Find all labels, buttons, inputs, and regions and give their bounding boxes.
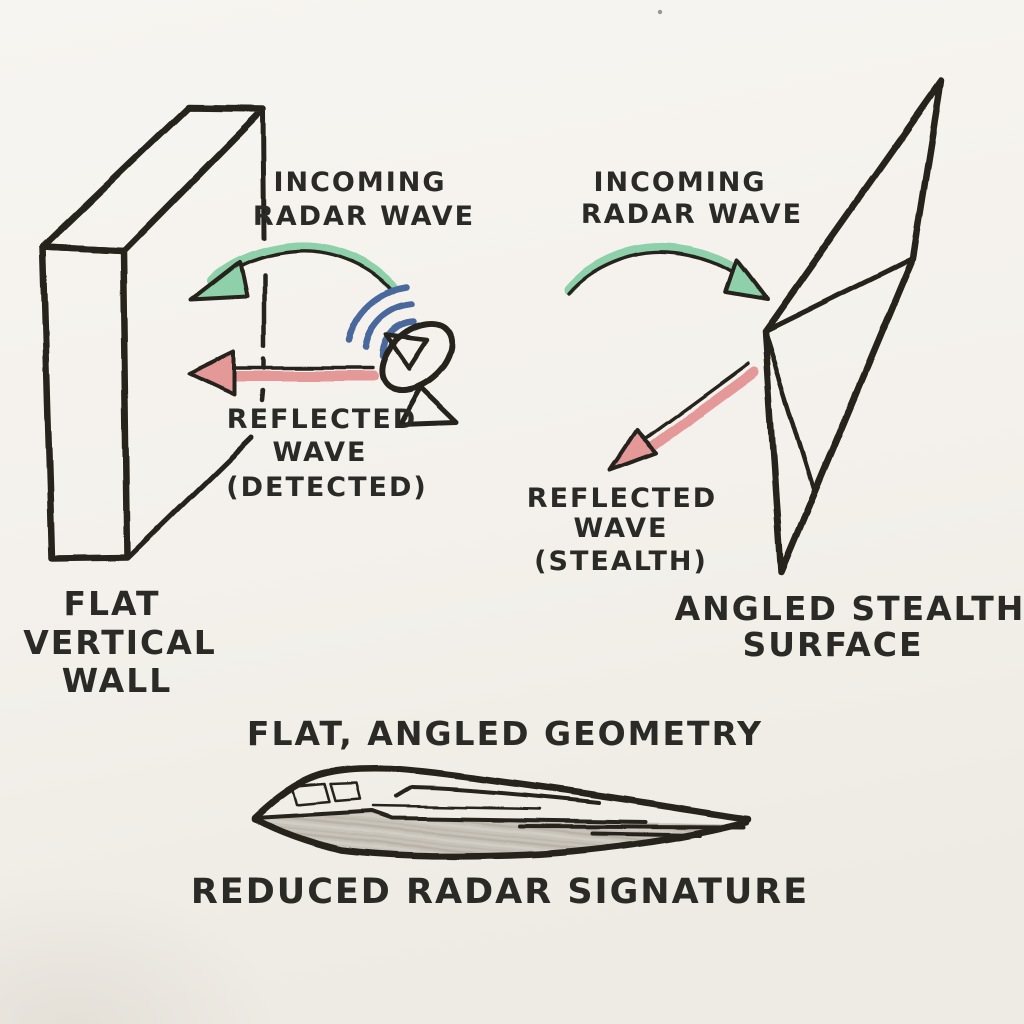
angled-stealth-surface-sketch bbox=[761, 78, 945, 576]
corner-shadow bbox=[0, 880, 280, 1024]
surface-label-line-2: SURFACE bbox=[742, 625, 923, 664]
wall-label-line-3: WALL bbox=[62, 661, 173, 700]
tail-line-1 bbox=[518, 824, 746, 829]
right-reflected-label-line-3: (STEALTH) bbox=[534, 546, 708, 577]
wall-back-edge bbox=[260, 107, 267, 241]
surface-crease-lower bbox=[762, 328, 818, 495]
aircraft-chine-line bbox=[253, 809, 647, 824]
drawing-layer bbox=[39, 78, 945, 860]
tail-line-2 bbox=[590, 831, 702, 837]
incoming-wave-arrow-right bbox=[564, 242, 769, 301]
surface-label-line-1: ANGLED STEALTH bbox=[675, 589, 1024, 628]
paper-speck bbox=[657, 9, 663, 15]
arrowhead bbox=[609, 429, 659, 472]
aircraft-top-outline bbox=[251, 765, 752, 823]
fuselage-thin-line bbox=[371, 804, 542, 811]
aircraft-bottom-caption: REDUCED RADAR SIGNATURE bbox=[191, 872, 809, 912]
wall-label-line-2: VERTICAL bbox=[23, 623, 217, 662]
arrowhead bbox=[724, 258, 769, 301]
left-incoming-label-line-1: INCOMING bbox=[273, 167, 446, 198]
arrowhead bbox=[189, 260, 249, 302]
arrowhead bbox=[187, 349, 236, 396]
right-reflected-label-line-2: WAVE bbox=[574, 513, 669, 544]
stealth-aircraft-sketch bbox=[251, 765, 752, 860]
dish-pedestal bbox=[397, 384, 460, 427]
aircraft-top-caption: FLAT, ANGLED GEOMETRY bbox=[247, 714, 763, 753]
reflected-wave-arrow-left bbox=[187, 349, 378, 396]
surface-outline bbox=[761, 78, 945, 576]
surface-crease-upper bbox=[762, 255, 916, 334]
canopy-line bbox=[394, 786, 602, 805]
wall-bottom-rear-edge bbox=[125, 434, 254, 560]
flat-wall-sketch bbox=[39, 104, 267, 562]
radar-dish-icon bbox=[344, 283, 460, 427]
left-reflected-label-line-2: WAVE bbox=[273, 437, 368, 468]
wall-plane-dash-2 bbox=[259, 387, 266, 403]
label-layer: INCOMING RADAR WAVE INCOMING RADAR WAVE … bbox=[23, 167, 1024, 912]
cockpit-window-2 bbox=[329, 781, 362, 803]
wall-label-line-1: FLAT bbox=[63, 584, 160, 623]
left-reflected-label-line-1: REFLECTED bbox=[227, 404, 417, 435]
right-incoming-label-line-1: INCOMING bbox=[593, 167, 766, 198]
right-incoming-label-line-2: RADAR WAVE bbox=[581, 199, 803, 230]
dish-feed-horn bbox=[383, 332, 430, 371]
left-reflected-label-line-3: (DETECTED) bbox=[226, 472, 428, 503]
reflected-wave-arrow-right bbox=[609, 362, 759, 472]
radar-signal-arcs-icon bbox=[344, 283, 418, 360]
left-incoming-label-line-2: RADAR WAVE bbox=[253, 201, 475, 232]
right-reflected-label-line-1: REFLECTED bbox=[527, 483, 717, 514]
cockpit-window-1 bbox=[290, 782, 332, 807]
incoming-wave-arrow-left bbox=[189, 241, 398, 302]
